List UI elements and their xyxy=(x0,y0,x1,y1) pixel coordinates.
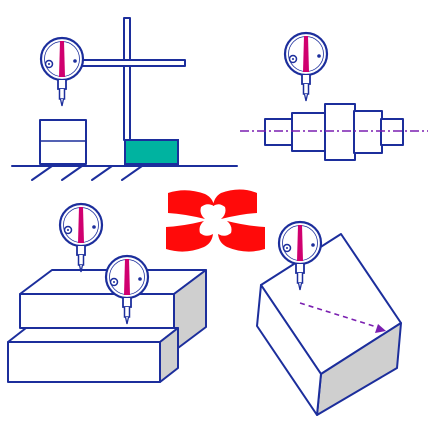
arrow-upper-left-icon xyxy=(168,190,214,219)
lower-block-top xyxy=(7,327,179,343)
arrow-lower-left-icon xyxy=(166,221,213,252)
gauge-block xyxy=(124,139,179,165)
dial-indicator-icon xyxy=(58,202,104,274)
surface-hatching xyxy=(31,165,143,181)
direction-arrows xyxy=(166,189,265,252)
panel-stepped-blocks xyxy=(7,202,207,383)
tilted-block-front xyxy=(256,284,322,416)
stepped-shaft xyxy=(264,103,404,161)
arrow-upper-right-icon xyxy=(213,189,257,219)
stand-column xyxy=(123,17,131,141)
panel-shaft-setup xyxy=(240,31,428,161)
workpiece-block xyxy=(39,119,87,165)
stand-arm xyxy=(81,59,186,67)
upper-block-front xyxy=(19,293,175,329)
dial-indicator-icon xyxy=(283,31,329,103)
arrow-lower-right-icon xyxy=(218,221,265,252)
measurement-path-arrow xyxy=(299,302,386,333)
panel-stand-setup xyxy=(11,17,238,181)
lower-block-front xyxy=(7,341,161,383)
panel-tilted-block xyxy=(256,220,402,416)
dial-indicator-icon xyxy=(39,36,85,108)
